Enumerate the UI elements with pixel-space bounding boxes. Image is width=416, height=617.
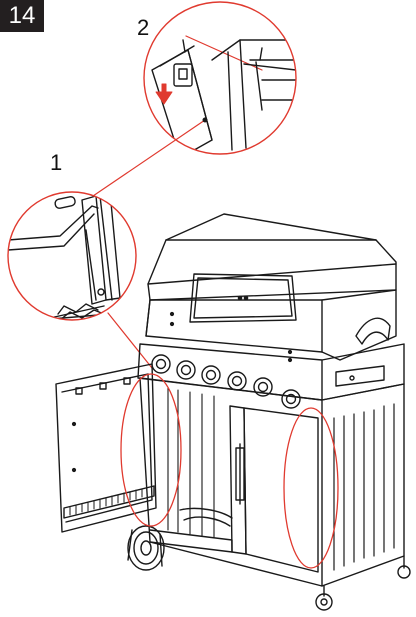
grill-cart [127,377,411,611]
grill-lid [145,213,397,363]
callout-label-1: 1 [50,150,63,175]
detail-view-2 [143,1,297,155]
left-door-open [55,363,157,533]
large-wheel [127,525,165,571]
step-number-badge: 14 [0,0,44,32]
arrow-down-icon [155,83,173,105]
callout-label-2: 2 [137,15,150,40]
highlight-ellipses [120,373,339,569]
detail-view-1 [7,191,137,321]
caster-wheels [315,555,411,611]
